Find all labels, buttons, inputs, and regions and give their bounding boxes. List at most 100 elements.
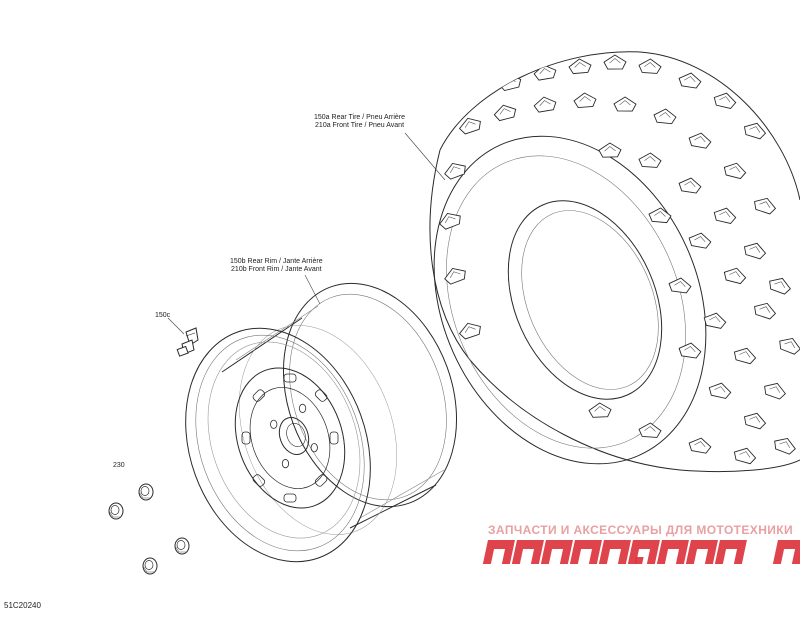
logo-glyph (656, 540, 689, 564)
tread-lug-edge (779, 441, 791, 449)
tread-lug (678, 177, 702, 194)
tread-lug-edge (749, 416, 761, 423)
tread-lug-edge (739, 451, 751, 458)
valve-stem (176, 327, 199, 357)
tread-lug (533, 96, 557, 113)
tread-lug (678, 342, 702, 359)
tread-lug-edge (684, 181, 696, 188)
tread-lug-edge (684, 76, 696, 83)
tread-lug (458, 117, 481, 135)
tread-lug (779, 337, 800, 355)
lug-nut (142, 557, 158, 575)
tread-lug-edge (579, 96, 591, 102)
valve-callout: 150c (155, 312, 171, 319)
tread-lug-edge (759, 306, 771, 313)
tread-lug-edge (774, 281, 786, 288)
tread-lug (723, 162, 747, 180)
tire-callout-line1: 150a Rear Tire / Pneu Arrière (314, 114, 406, 121)
tread-lug-edge (714, 386, 726, 393)
tire (429, 51, 800, 473)
nut-callout: 230 (113, 462, 125, 469)
tread-lug-edge (464, 326, 476, 333)
tread-lug-edge (729, 166, 741, 173)
tread-lug (668, 277, 692, 294)
leader-lines (167, 132, 446, 335)
lug-hole (298, 403, 307, 413)
logo-glyph (635, 557, 644, 564)
tread-lug-edge (719, 211, 731, 218)
tread-lug (568, 58, 592, 75)
rim-callout-line2: 210b Front Rim / Jante Avant (231, 266, 322, 273)
tread-lug (713, 207, 737, 224)
tread-lug (733, 447, 757, 465)
partsfor-logo (482, 540, 800, 564)
vent-window (252, 389, 266, 402)
tread-lug (723, 267, 747, 285)
tread-lug-edge (539, 68, 551, 75)
tread-lug-edge (674, 281, 686, 287)
tread-lug (638, 58, 662, 74)
tread-lug (688, 132, 712, 149)
tread-lug-edge (684, 346, 696, 353)
tread-lug (764, 382, 786, 400)
tread-lug-edge (739, 351, 751, 358)
tread-lug (444, 267, 466, 285)
tread-lug (754, 197, 777, 215)
vent-window (283, 373, 297, 383)
tread-lug-edge (644, 156, 656, 162)
tread-lug-edge (464, 121, 476, 128)
vent-window (283, 493, 297, 503)
tread-lug-edge (759, 201, 771, 208)
tread-lug-edge (694, 441, 706, 448)
tread-lug (439, 212, 461, 230)
tread-lug-edge (449, 166, 461, 174)
tread-lug (713, 92, 737, 109)
tread-lug (688, 437, 712, 454)
tread-lug (613, 96, 637, 112)
tread-lug-edge (444, 216, 456, 224)
tread-lug (493, 104, 517, 122)
tread-lug (458, 322, 481, 340)
vent-window (252, 474, 266, 487)
tread-lug (754, 302, 777, 320)
tread-lug (638, 422, 662, 438)
tread-lug (533, 64, 557, 81)
tread-lug-edge (644, 62, 656, 68)
tread-lug (774, 437, 796, 455)
logo-glyph (627, 540, 660, 564)
tread-lug (498, 74, 522, 92)
rim-vent-windows (241, 373, 339, 503)
lug-nut (174, 537, 190, 555)
tread-lug-edge (594, 406, 606, 412)
lug-nuts (108, 483, 190, 575)
tread-lug (648, 207, 672, 224)
vent-window (314, 474, 328, 487)
lug-nut (138, 483, 154, 501)
logo-glyph (569, 540, 602, 564)
tread-lug (653, 108, 677, 125)
tread-lug-edge (784, 341, 796, 349)
tread-lug (588, 402, 612, 418)
tire-callout-line2: 210a Front Tire / Pneu Avant (315, 122, 405, 129)
tread-lug-edge (694, 136, 706, 143)
logo-glyph (685, 540, 718, 564)
tread-lug-edge (709, 316, 721, 323)
logo-glyph (714, 540, 747, 564)
logo-glyph (540, 540, 573, 564)
tread-lug (678, 72, 702, 89)
tread-lug (638, 152, 662, 168)
watermark-tagline: ЗАПЧАСТИ И АКСЕССУАРЫ ДЛЯ МОТОТЕХНИКИ (488, 523, 794, 537)
rim-lug-holes (270, 403, 318, 469)
tread-lug-edge (729, 271, 741, 278)
tread-lug-edge (499, 108, 511, 115)
lug-hole (281, 459, 290, 469)
vent-window (241, 431, 251, 445)
lug-nut (108, 502, 124, 520)
tread-lug (603, 54, 627, 70)
vent-window (314, 389, 328, 402)
rim-callout-line1: 150b Rear Rim / Jante Arrière (230, 258, 323, 265)
rim-callout: 150b Rear Rim / Jante Arrière 210b Front… (230, 258, 323, 274)
tread-lug (743, 412, 767, 430)
tread-lug-edge (644, 426, 656, 432)
